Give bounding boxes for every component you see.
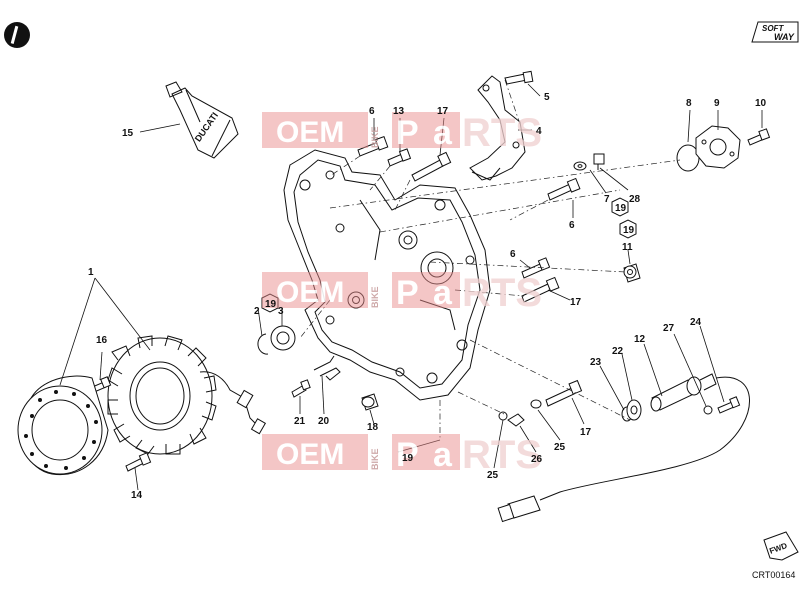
pickup-cable bbox=[497, 376, 750, 523]
washer-25-right bbox=[530, 399, 542, 409]
callout-23: 23 bbox=[590, 357, 602, 368]
callout-labels: 1 2 3 4 5 6 6 6 7 8 9 10 11 12 13 14 15 … bbox=[88, 92, 767, 501]
screw-14 bbox=[125, 452, 152, 472]
callout-6: 6 bbox=[369, 106, 375, 117]
screw-6-mid bbox=[521, 257, 551, 279]
screw-13-top bbox=[387, 148, 412, 167]
screw-5 bbox=[504, 70, 534, 85]
cover-plate-9 bbox=[695, 125, 741, 169]
callout-5: 5 bbox=[544, 92, 550, 103]
callout-1: 1 bbox=[88, 267, 94, 278]
callout-25: 25 bbox=[554, 442, 566, 453]
screw-28 bbox=[593, 153, 605, 170]
callout-25: 25 bbox=[487, 470, 499, 481]
screw-6-right bbox=[547, 177, 581, 201]
spring-clip-26 bbox=[507, 413, 525, 427]
cover-bracket bbox=[469, 75, 526, 181]
callout-10: 10 bbox=[755, 98, 767, 109]
circlip-2 bbox=[257, 333, 269, 355]
pickup-sensor-12 bbox=[650, 373, 717, 412]
callout-19: 19 bbox=[402, 453, 414, 464]
callout-19: 19 bbox=[615, 203, 627, 214]
softway-logo: SOFT WAY bbox=[751, 21, 799, 43]
svg-text:WAY: WAY bbox=[774, 32, 795, 42]
ref-hex-marker bbox=[261, 197, 637, 313]
svg-text:RTS: RTS bbox=[462, 271, 542, 315]
callout-17: 17 bbox=[580, 427, 592, 438]
svg-text:OEM: OEM bbox=[276, 438, 344, 471]
callout-6: 6 bbox=[569, 220, 575, 231]
callout-26: 26 bbox=[531, 454, 543, 465]
callout-8: 8 bbox=[686, 98, 692, 109]
callout-21: 21 bbox=[294, 416, 306, 427]
svg-text:a: a bbox=[433, 114, 453, 152]
callout-22: 22 bbox=[612, 346, 624, 357]
screw-17-mid bbox=[521, 276, 560, 303]
callout-18: 18 bbox=[367, 422, 379, 433]
callout-20: 20 bbox=[318, 416, 330, 427]
svg-text:P: P bbox=[396, 436, 419, 474]
watermark-bottom: OEM BIKE P a RTS bbox=[262, 433, 542, 477]
assembly-centerlines bbox=[299, 79, 681, 440]
clip-20 bbox=[313, 355, 341, 381]
stator bbox=[107, 335, 267, 455]
catalog-code: CRT00164 bbox=[752, 570, 795, 580]
callout-19: 19 bbox=[623, 225, 635, 236]
callout-2: 2 bbox=[254, 306, 260, 317]
section-glyph-icon bbox=[4, 22, 30, 48]
svg-text:BIKE: BIKE bbox=[370, 286, 380, 308]
callout-4: 4 bbox=[536, 126, 542, 137]
svg-text:BIKE: BIKE bbox=[370, 448, 380, 470]
callout-13: 13 bbox=[393, 106, 405, 117]
callout-16: 16 bbox=[96, 335, 108, 346]
svg-text:P: P bbox=[396, 114, 419, 152]
sealant-tube: DUCATI bbox=[165, 81, 239, 159]
watermark-top: OEM BIKE P a RTS bbox=[262, 111, 542, 155]
screw-21 bbox=[291, 379, 311, 398]
callout-24: 24 bbox=[690, 317, 702, 328]
svg-text:a: a bbox=[433, 436, 453, 474]
screw-10 bbox=[747, 128, 771, 146]
callout-17: 17 bbox=[437, 106, 449, 117]
svg-text:a: a bbox=[433, 274, 453, 312]
callout-19: 19 bbox=[265, 299, 277, 310]
screw-6-top bbox=[357, 135, 389, 157]
callout-27: 27 bbox=[663, 323, 675, 334]
svg-text:OEM: OEM bbox=[276, 276, 344, 309]
callout-17: 17 bbox=[570, 297, 582, 308]
forward-arrow-icon: FWD bbox=[763, 531, 799, 561]
bushing-11 bbox=[623, 263, 641, 283]
leader-lines bbox=[59, 83, 763, 491]
screw-17-top bbox=[411, 151, 452, 182]
screw-24 bbox=[717, 396, 741, 414]
seal-3 bbox=[270, 325, 296, 351]
rotor-flywheel bbox=[17, 375, 109, 476]
svg-text:SOFT: SOFT bbox=[762, 24, 784, 33]
svg-text:RTS: RTS bbox=[462, 111, 542, 155]
washer-7 bbox=[573, 161, 587, 171]
svg-text:OEM: OEM bbox=[276, 116, 344, 149]
callout-14: 14 bbox=[131, 490, 143, 501]
svg-text:RTS: RTS bbox=[462, 433, 542, 477]
callout-12: 12 bbox=[634, 334, 646, 345]
callout-11: 11 bbox=[622, 242, 633, 253]
callout-28: 28 bbox=[629, 194, 641, 205]
svg-text:BIKE: BIKE bbox=[370, 126, 380, 148]
callout-6: 6 bbox=[510, 249, 516, 260]
svg-text:P: P bbox=[396, 274, 419, 312]
callout-3: 3 bbox=[278, 306, 284, 317]
dowel-18 bbox=[361, 393, 379, 411]
generator-cover bbox=[283, 149, 491, 401]
pickup-spacer-22 bbox=[626, 399, 642, 421]
watermark-middle: OEM BIKE P a RTS bbox=[262, 271, 542, 315]
screw-17-lower bbox=[545, 379, 583, 407]
callout-7: 7 bbox=[604, 194, 610, 205]
callout-15: 15 bbox=[122, 128, 134, 139]
washer-27 bbox=[703, 405, 713, 415]
callout-9: 9 bbox=[714, 98, 720, 109]
